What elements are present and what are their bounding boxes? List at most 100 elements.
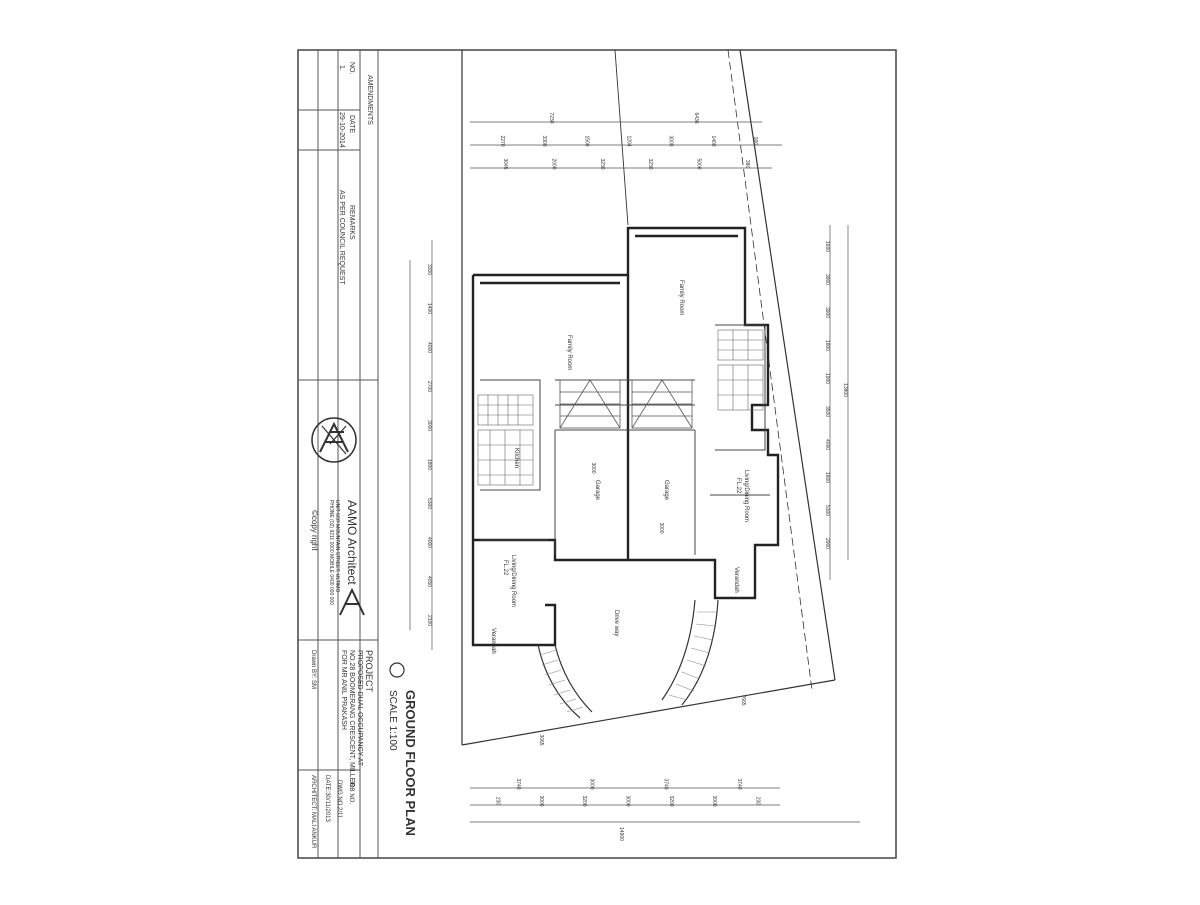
amendments-col-remarks: REMARKS — [348, 205, 355, 240]
dim-right-col: 1800 — [824, 340, 830, 351]
room-living-a: Living/Dining Room — [510, 555, 516, 607]
architect-address-1: UNIT 6/37 MOUNTAIN STREET, ULTIMO — [334, 500, 340, 592]
stairs — [559, 379, 693, 429]
dim-bottom-row2: 230 — [754, 797, 760, 806]
dim-right-col: 3900 — [824, 274, 830, 285]
dim-garage-a-width: 3000 — [590, 462, 596, 473]
dim-top-total-2: 6436 — [693, 112, 699, 123]
amendments-row-date: 29-10-2014 — [338, 112, 345, 148]
amendments-heading: AMENDMENTS — [366, 75, 373, 125]
room-kitchen: Kitchen — [513, 448, 519, 468]
dim-left-col: 5300 — [426, 498, 432, 509]
dimension-labels: 7230 6436 2270 3300 1500 1204 3000 1400 900 3045 2… — [426, 112, 848, 841]
dim-bottom-row2: 230 — [495, 797, 501, 806]
room-labels: Family Room Family Room Kitchen Living/D… — [490, 280, 749, 654]
room-family-b: Family Room — [678, 280, 684, 315]
amendments-block: AMENDMENTS NO. DATE REMARKS 1. 29-10-201… — [338, 62, 373, 285]
dim-top-row1: 900 — [752, 137, 758, 146]
dim-top-row1: 3000 — [668, 135, 674, 146]
dim-left-col: 2700 — [426, 381, 432, 392]
dim-right-col: 3500 — [824, 406, 830, 417]
dim-bottom-row1: 3740 — [736, 778, 742, 789]
site-boundary — [461, 49, 836, 746]
dim-top-row2: 3230 — [647, 158, 653, 169]
dim-site-a: 7665 — [740, 694, 746, 705]
dim-top-row2: 2000 — [551, 158, 557, 169]
dim-top-row1: 1204 — [626, 135, 632, 146]
interior-walls — [480, 324, 770, 555]
sheet-border — [297, 49, 897, 859]
amendments-row-no: 1. — [338, 65, 345, 71]
dimension-lines — [409, 121, 860, 823]
room-living-b: Living/Dining Room — [743, 470, 749, 522]
amendments-row-remarks: AS PER COUNCIL REQUEST — [338, 190, 345, 285]
dim-bottom-row2: 3000 — [625, 795, 631, 806]
architect-copyright: ©copy right — [310, 510, 319, 551]
dim-right-col: 1800 — [824, 472, 830, 483]
dim-right-total: 13800 — [842, 383, 848, 397]
architect-logo — [311, 417, 357, 463]
dim-left-col: 1400 — [426, 303, 432, 314]
dim-left-col: 2100 — [426, 615, 432, 626]
dim-left-col: 4000 — [426, 342, 432, 353]
dim-bottom-total: 14900 — [618, 827, 624, 841]
dim-left-col: 3000 — [426, 420, 432, 431]
project-drawn-by: Drawn BY: SM — [310, 650, 316, 689]
architect-firm: AAMO Architect — [345, 500, 359, 585]
dim-right-col: 4000 — [824, 439, 830, 450]
room-garage-b: Garage — [663, 480, 669, 501]
dim-top-row1: 2270 — [499, 135, 505, 146]
dim-bottom-row2: 3200 — [581, 795, 587, 806]
dim-bottom-row1: 3000 — [589, 778, 595, 789]
dim-top-row2: 3045 — [502, 158, 508, 169]
drawing-title-block: GROUND FLOOR PLAN SCALE 1:100 — [387, 662, 418, 836]
project-line-1: PROPOSED DUAL OCCUPANCY AT — [356, 650, 363, 767]
architect-address-2: PHONE (02) 9211 0000 MOBILE 0400 000 000 — [328, 500, 334, 605]
project-label: PROJECT — [364, 650, 374, 693]
dim-top-row1: 3300 — [541, 135, 547, 146]
amendments-col-no: NO. — [348, 62, 355, 75]
aamo-mark-icon — [339, 587, 365, 616]
dim-right-col: 1900 — [824, 373, 830, 384]
dim-garage-b-width: 3000 — [658, 522, 664, 533]
project-line-2: NO.28 BOOMERANG CRESCENT, MILLER — [348, 650, 355, 787]
project-job-no: JOB NO. — [348, 780, 354, 804]
room-driveway: Drive way — [613, 610, 619, 636]
paved-driveway-hatch — [539, 611, 716, 713]
dim-bottom-row1: 3740 — [515, 778, 521, 789]
room-family-a: Family Room — [566, 335, 572, 370]
building-walls — [471, 226, 780, 647]
dim-top-total-1: 7230 — [548, 112, 554, 123]
dim-right-col: 5300 — [824, 505, 830, 516]
room-veranda-a: Verandah — [490, 628, 496, 654]
architect-info: AAMO Architect UNIT 6/37 MOUNTAIN STREET… — [310, 500, 365, 616]
dim-bottom-row2: 3000 — [711, 795, 717, 806]
dim-right-col: 3900 — [824, 307, 830, 318]
dim-top-row1: 1500 — [583, 135, 589, 146]
driveway-arcs — [537, 599, 719, 719]
wet-areas — [477, 329, 764, 486]
dim-left-col: 3300 — [426, 264, 432, 275]
dim-left-col: 4000 — [426, 537, 432, 548]
dim-top-row2: 380 — [744, 160, 750, 169]
title-block — [298, 50, 379, 858]
room-garage-a: Garage — [594, 480, 600, 501]
dim-bottom-row2: 3000 — [538, 795, 544, 806]
dim-bottom-row1: 3740 — [662, 778, 668, 789]
room-veranda-b: Verandah — [733, 567, 739, 593]
drawing-scale: SCALE 1:100 — [387, 690, 398, 751]
project-line-3: FOR MR ANIL PRAKASH — [340, 650, 347, 730]
room-living-b-fl: FL.22 — [735, 478, 741, 494]
project-architect: ARCHITECT: MALI ANKUR — [310, 775, 316, 849]
dim-left-col: 4050 — [426, 576, 432, 587]
title-circle-icon — [389, 662, 405, 678]
amendments-col-date: DATE — [348, 115, 355, 133]
dim-top-row1: 1400 — [710, 135, 716, 146]
drawing-title: GROUND FLOOR PLAN — [403, 690, 418, 836]
dim-bottom-row2: 3200 — [668, 795, 674, 806]
dim-site-b: 3065 — [538, 734, 544, 745]
project-date: DATE:30/11/2013 — [324, 775, 330, 822]
dim-top-row2: 3230 — [599, 158, 605, 169]
